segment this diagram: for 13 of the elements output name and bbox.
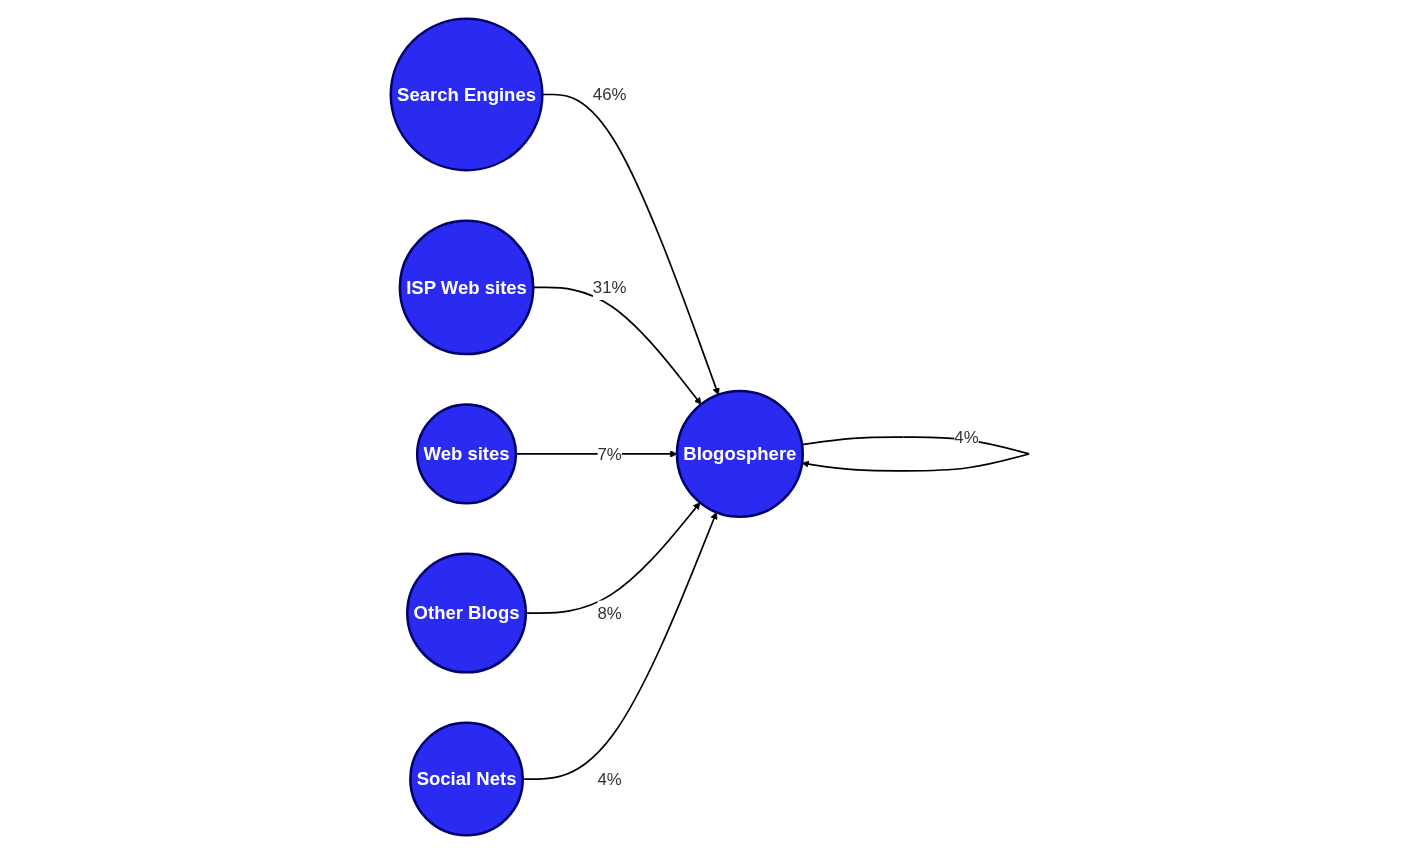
edge-label: 4%	[954, 427, 979, 447]
edge-label: 8%	[597, 603, 622, 623]
edge-label: 31%	[592, 278, 627, 297]
node-circle: ISP Web sites	[398, 219, 535, 356]
arrow	[525, 502, 701, 614]
edge-label: 7%	[597, 444, 622, 464]
node-circle: Search Engines	[389, 17, 544, 172]
node-circle: Web sites	[415, 403, 518, 505]
node-circle: Other Blogs	[406, 552, 528, 674]
edge-label: 46%	[592, 85, 627, 104]
edge-label: 4%	[597, 769, 622, 789]
node-circle: Blogosphere	[675, 389, 804, 519]
node-circle: Social Nets	[409, 721, 524, 837]
